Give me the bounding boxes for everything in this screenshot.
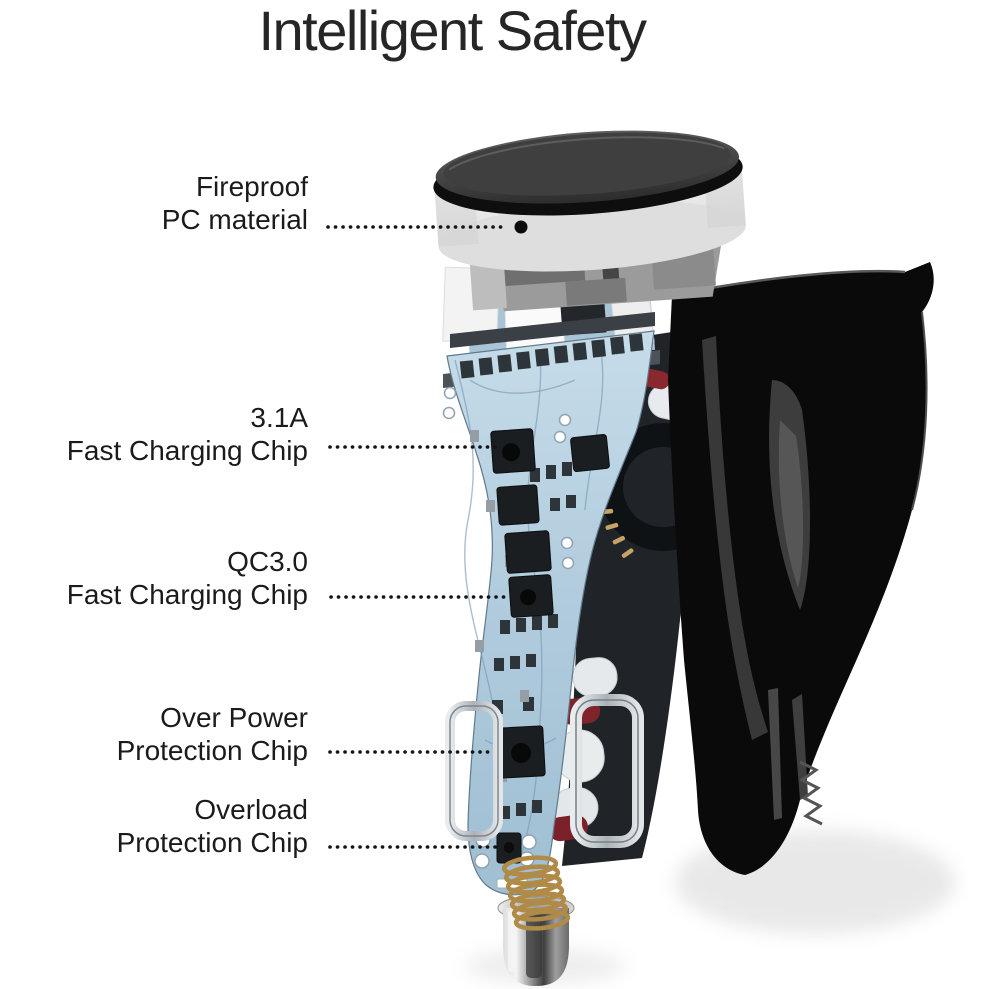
- spring-coil: [501, 855, 571, 931]
- label-over-power-line2: Protection Chip: [116, 735, 308, 766]
- label-31a-line2: Fast Charging Chip: [66, 435, 308, 466]
- leader-lines: [326, 220, 528, 852]
- pcb-board: [442, 330, 655, 896]
- leader-dot-fireproof: [514, 220, 528, 234]
- page-title: Intelligent Safety: [258, 0, 647, 62]
- label-overload: Overload Protection Chip: [117, 793, 308, 859]
- outer-shell: [668, 262, 934, 875]
- label-qc30: QC3.0 Fast Charging Chip: [67, 545, 308, 611]
- label-fireproof-line1: Fireproof: [195, 171, 308, 202]
- retaining-clips: [445, 694, 644, 848]
- label-over-power: Over Power Protection Chip: [117, 701, 308, 767]
- chip-mid-2: [504, 530, 552, 574]
- shell-highlight-left: [702, 336, 768, 740]
- label-31a-line1: 3.1A: [250, 402, 308, 433]
- chip-mid-1: [496, 484, 540, 526]
- label-fireproof-line2: PC material: [161, 204, 308, 235]
- label-qc30-line2: Fast Charging Chip: [66, 579, 308, 610]
- label-over-power-line1: Over Power: [160, 702, 308, 733]
- leader-dot-overload: [504, 842, 514, 852]
- ic-chips: [490, 428, 610, 864]
- label-overload-line1: Overload: [194, 794, 308, 825]
- chip-3-1a-fast-charging: [490, 428, 536, 474]
- shell-spring-notch: [799, 760, 823, 826]
- label-qc30-line1: QC3.0: [227, 546, 308, 577]
- charger-cap: [433, 130, 746, 312]
- chip-top-right: [570, 434, 610, 472]
- chip-over-power-protection: [496, 725, 546, 779]
- chip-qc30-fast-charging: [508, 574, 554, 618]
- label-fast-charging-31a: 3.1A Fast Charging Chip: [67, 401, 308, 467]
- label-fireproof: Fireproof PC material: [162, 170, 308, 236]
- label-overload-line2: Protection Chip: [116, 827, 308, 858]
